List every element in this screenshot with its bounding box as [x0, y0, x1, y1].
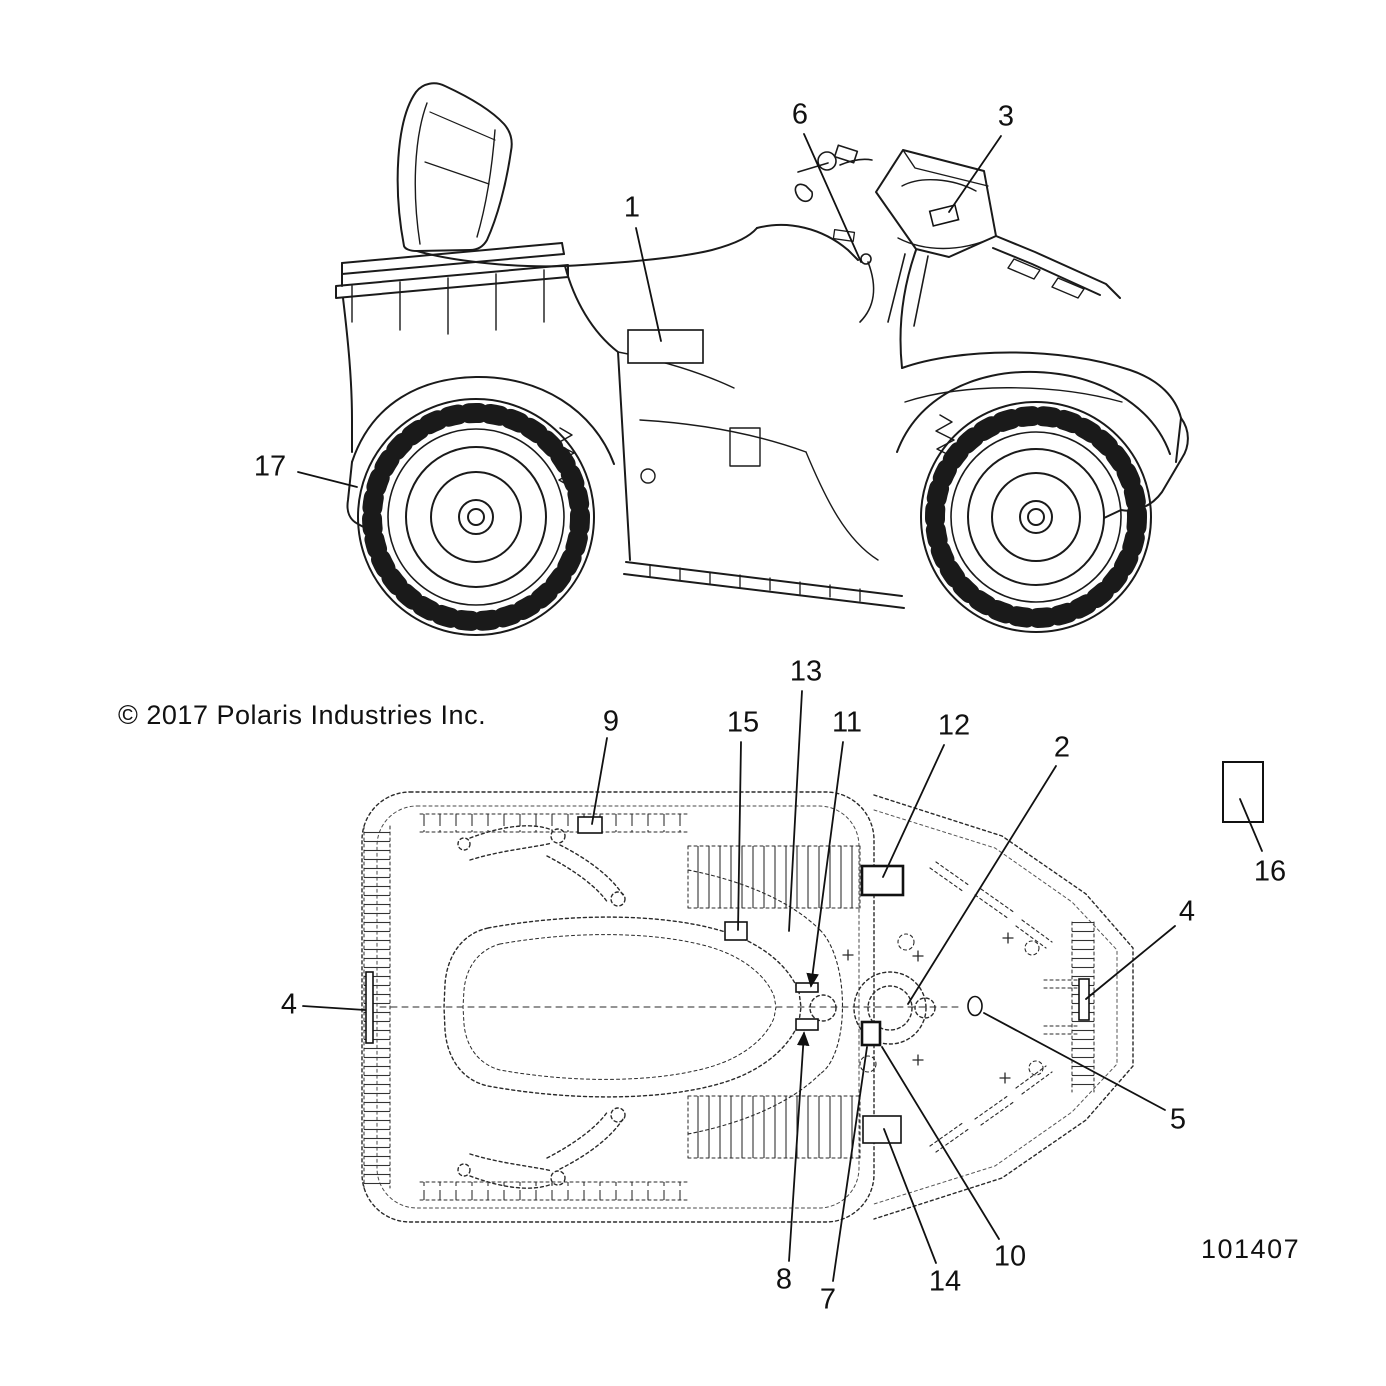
front-fender	[896, 249, 1189, 519]
leader-1	[635, 227, 662, 342]
seat-outline-outer	[443, 916, 802, 1098]
callout-16: 16	[1253, 855, 1287, 888]
front-snout-inner	[873, 809, 1118, 1205]
fastener-marks	[842, 932, 1014, 1084]
seat-backrest	[396, 82, 513, 252]
leader-3	[948, 135, 1002, 213]
fuel-cap	[832, 228, 856, 242]
decal-8	[795, 1018, 819, 1031]
callout-7: 7	[819, 1283, 837, 1316]
decal-12	[860, 864, 905, 897]
front-snout-outline	[873, 794, 1134, 1220]
callout-10: 10	[993, 1240, 1027, 1273]
decal-16	[1222, 761, 1264, 823]
seat-cushion-line	[416, 227, 758, 268]
side-body-panels	[564, 265, 879, 561]
leader-5	[983, 1012, 1166, 1111]
mid-rack-comb-bottom	[687, 1095, 861, 1159]
rear-wheel	[357, 398, 595, 636]
leader-lines	[297, 133, 1263, 1282]
chassis-details	[687, 869, 1044, 1135]
callout-6: 6	[791, 98, 809, 131]
decal-4-left	[365, 971, 374, 1044]
mid-rack-comb-top	[687, 845, 861, 909]
callout-13: 13	[789, 655, 823, 688]
handlebar-controls	[794, 144, 873, 203]
leader-9	[591, 737, 608, 825]
leader-2	[907, 765, 1057, 1005]
leader-4-right	[1085, 925, 1176, 1000]
decal-7-10	[860, 1020, 882, 1047]
part-number: 101407	[1201, 1234, 1301, 1264]
engine-cluster	[809, 971, 936, 1045]
callout-8: 8	[775, 1263, 793, 1296]
suspension-arms-top	[457, 825, 626, 907]
top-view-drawing	[361, 791, 1134, 1223]
side-view-drawing	[335, 82, 1189, 636]
front-rack	[992, 235, 1121, 299]
callout-3: 3	[997, 100, 1015, 133]
callout-4-right: 4	[1178, 895, 1196, 928]
copyright-text: © 2017 Polaris Industries Inc.	[118, 700, 487, 730]
leader-16	[1239, 798, 1263, 852]
decal-11	[795, 982, 819, 993]
front-rack-slats	[929, 861, 1079, 1153]
decal-14	[862, 1115, 902, 1144]
seat-outline-inner	[462, 934, 777, 1080]
callout-14: 14	[928, 1265, 962, 1298]
handlebar-pod	[875, 149, 997, 258]
callout-15: 15	[726, 706, 760, 739]
leader-10	[881, 1046, 1000, 1240]
decal-1	[627, 329, 704, 364]
steering-column	[859, 253, 929, 327]
callout-17: 17	[253, 450, 287, 483]
leader-17	[297, 471, 358, 488]
tank-top-line	[756, 223, 859, 261]
leader-11	[806, 741, 844, 988]
rear-rack	[335, 242, 569, 335]
callout-9: 9	[602, 705, 620, 738]
leader-13	[788, 690, 803, 932]
decal-4-right	[1078, 978, 1090, 1021]
leader-4-left	[302, 1005, 366, 1011]
rear-rack-rails-bottom	[419, 1181, 689, 1201]
leader-6	[803, 133, 862, 263]
callout-4-left: 4	[280, 988, 298, 1021]
leader-15	[737, 741, 742, 931]
callout-1: 1	[623, 191, 641, 224]
rear-rack-rails-top	[419, 813, 689, 833]
leader-7	[832, 1046, 868, 1282]
decal-15	[724, 921, 748, 941]
decal-5	[967, 995, 983, 1017]
decal-9	[577, 816, 603, 834]
suspension-arms-bottom	[457, 1107, 626, 1189]
callout-5: 5	[1169, 1103, 1187, 1136]
leader-12	[882, 744, 945, 878]
decal-3	[928, 204, 960, 227]
footboard	[623, 561, 905, 609]
callout-2: 2	[1053, 731, 1071, 764]
leader-8	[788, 1031, 810, 1262]
leader-14	[883, 1128, 937, 1264]
callout-12: 12	[937, 709, 971, 742]
front-wheel	[920, 401, 1152, 633]
callout-11: 11	[831, 706, 863, 739]
